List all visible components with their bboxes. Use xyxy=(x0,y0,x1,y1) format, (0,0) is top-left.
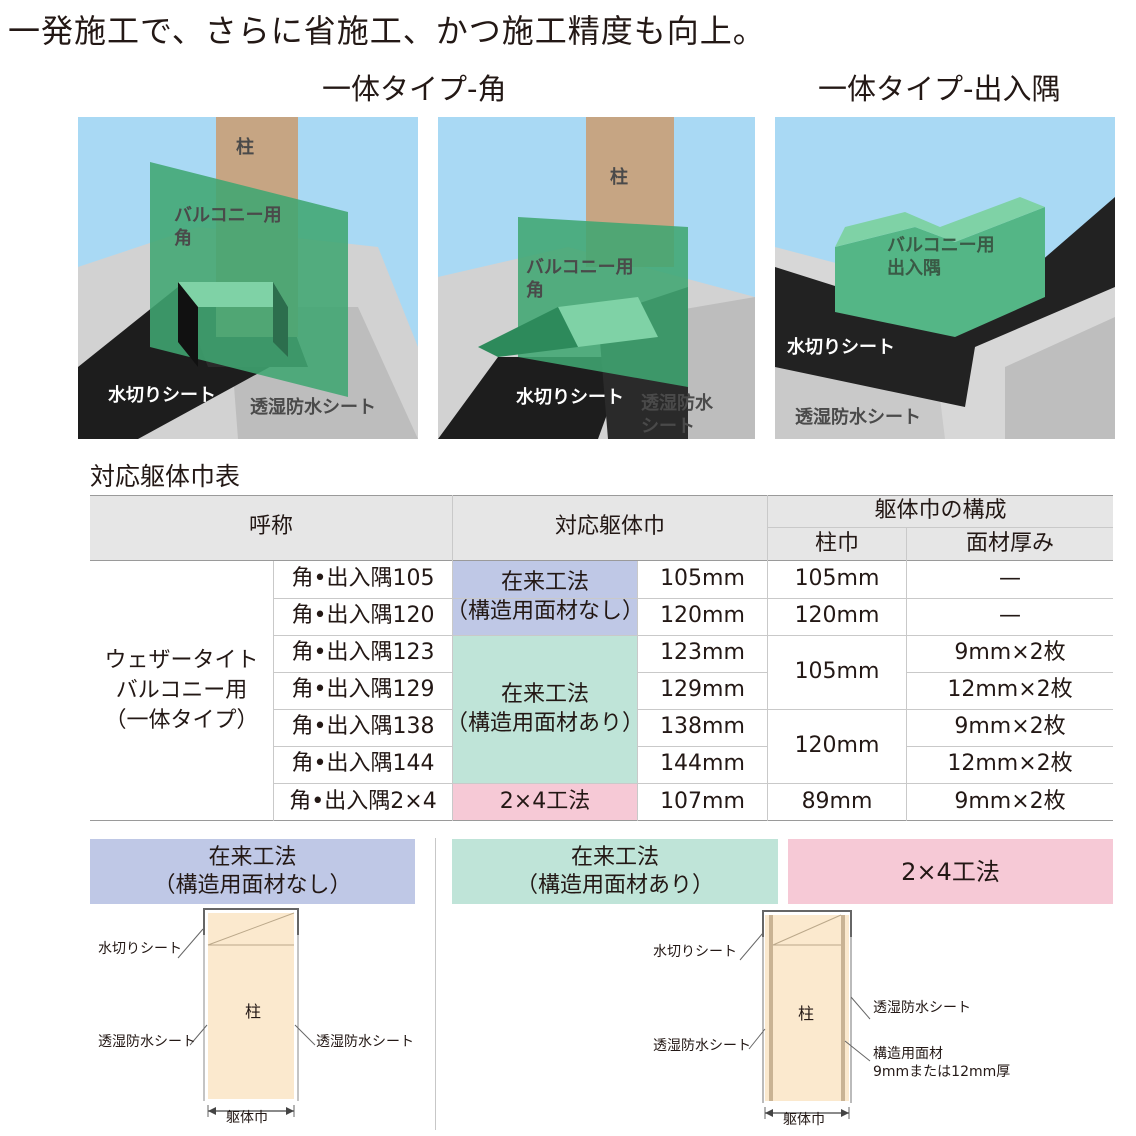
row-name: 角•出入隅129 xyxy=(291,677,435,703)
row-board: 12mm×2枚 xyxy=(947,677,1073,703)
part-label: バルコニー用 角 xyxy=(174,205,282,249)
product-name: ウェザータイト バルコニー用 （一体タイプ） xyxy=(104,648,259,733)
section-divider xyxy=(435,838,436,1130)
row-width: 105mm xyxy=(660,566,745,592)
membrane-sheet-label: 透湿防水シート xyxy=(795,407,921,428)
row-width: 123mm xyxy=(660,640,745,666)
method-2x4: 2×4工法 xyxy=(453,784,637,821)
illustration-inout: バルコニー用 出入隅 水切りシート 透湿防水シート xyxy=(775,117,1115,439)
structural-board-label: 構造用面材 9mmまたは12mm厚 xyxy=(873,1046,1011,1081)
frame-width-table: 呼称 対応躯体巾 躯体巾の構成 柱巾 面材厚み ウェザータイト バルコニー用 （… xyxy=(90,495,1113,821)
membrane-sheet-label: 透湿防水シート xyxy=(250,397,376,418)
row-name: 角•出入隅138 xyxy=(291,714,435,740)
flashing-sheet-label: 水切りシート xyxy=(787,337,895,358)
table-title: 対応躯体巾表 xyxy=(90,462,241,491)
row-pillar: 105mm xyxy=(794,658,880,684)
membrane-sheet-label: 透湿防水 シート xyxy=(641,393,713,437)
method-conventional-with: 在来工法 （構造用面材あり） xyxy=(446,636,644,783)
header-composition: 躯体巾の構成 xyxy=(768,495,1113,527)
row-board: 9mm×2枚 xyxy=(954,788,1066,814)
band-conventional-with: 在来工法 （構造用面材あり） xyxy=(452,839,778,904)
header-board-thickness: 面材厚み xyxy=(907,528,1113,560)
subhead-inout: 一体タイプ-出入隅 xyxy=(818,72,1061,106)
row-width: 138mm xyxy=(660,714,745,740)
flashing-sheet-label: 水切りシート xyxy=(653,944,737,960)
header-pillar-width: 柱巾 xyxy=(768,528,906,560)
pillar-label: 柱 xyxy=(610,167,628,188)
band-2x4: 2×4工法 xyxy=(788,839,1113,904)
row-width: 144mm xyxy=(660,751,745,777)
row-board: — xyxy=(999,603,1021,629)
illustration-corner-1: 柱 バルコニー用 角 水切りシート 透湿防水シート xyxy=(78,117,418,439)
row-board: 9mm×2枚 xyxy=(954,714,1066,740)
membrane-sheet-label-left: 透湿防水シート xyxy=(98,1034,196,1050)
pillar-label: 柱 xyxy=(798,1004,815,1023)
row-pillar: 120mm xyxy=(794,732,880,758)
row-board: 9mm×2枚 xyxy=(954,640,1066,666)
frame-width-label: 躯体巾 xyxy=(783,1112,825,1128)
subhead-corner: 一体タイプ-角 xyxy=(322,72,507,106)
part-label: バルコニー用 角 xyxy=(526,257,634,301)
row-name: 角•出入隅2×4 xyxy=(289,788,437,814)
header-width: 対応躯体巾 xyxy=(453,495,767,560)
row-board: 12mm×2枚 xyxy=(947,751,1073,777)
row-name: 角•出入隅144 xyxy=(291,751,435,777)
row-pillar: 105mm xyxy=(794,566,880,592)
part-label: バルコニー用 出入隅 xyxy=(887,235,995,279)
row-width: 107mm xyxy=(660,788,745,814)
frame-width-label: 躯体巾 xyxy=(226,1110,268,1126)
membrane-sheet-label-right: 透湿防水シート xyxy=(873,1000,971,1016)
membrane-sheet-label-right: 透湿防水シート xyxy=(316,1034,414,1050)
row-board: — xyxy=(999,566,1021,592)
row-name: 角•出入隅105 xyxy=(291,566,435,592)
headline: 一発施工で、さらに省施工、かつ施工精度も向上。 xyxy=(8,12,766,50)
pillar-label: 柱 xyxy=(245,1002,262,1021)
header-name: 呼称 xyxy=(90,495,452,560)
row-pillar: 120mm xyxy=(794,603,880,629)
cross-section-with-board: 水切りシート 柱 透湿防水シート 透湿防水シート 構造用面材 9mmまたは12m… xyxy=(645,905,1025,1136)
row-name: 角•出入隅123 xyxy=(291,640,435,666)
membrane-sheet-label-left: 透湿防水シート xyxy=(653,1038,751,1054)
row-pillar: 89mm xyxy=(801,788,873,814)
cross-section-without-board: 水切りシート 柱 透湿防水シート 透湿防水シート 躯体巾 xyxy=(90,905,430,1136)
illustration-corner-2: 柱 バルコニー用 角 水切りシート 透湿防水 シート xyxy=(438,117,755,439)
flashing-sheet-label: 水切りシート xyxy=(516,387,624,408)
pillar-label: 柱 xyxy=(236,137,254,158)
flashing-sheet-label: 水切りシート xyxy=(108,385,216,406)
row-name: 角•出入隅120 xyxy=(291,603,435,629)
row-width: 129mm xyxy=(660,677,745,703)
flashing-sheet-label: 水切りシート xyxy=(98,941,182,957)
row-width: 120mm xyxy=(660,603,745,629)
band-conventional-none: 在来工法 （構造用面材なし） xyxy=(90,839,415,904)
